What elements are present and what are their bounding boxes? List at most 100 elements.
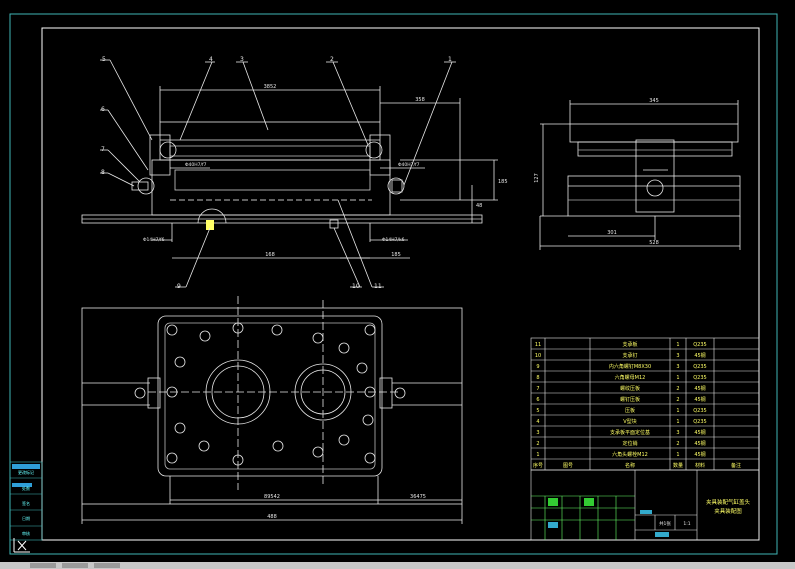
dim-top-right: 358 [415,97,425,103]
status-bar-button[interactable] [62,563,88,568]
title-block-cyan-cell [548,522,558,528]
bom-table-grid [530,337,760,471]
bom-row-qty: 2 [676,441,679,447]
bom-row-no: 7 [536,386,539,392]
bom-row-mat: Q235 [693,419,706,425]
bom-row-qty: 2 [676,386,679,392]
bom-row-no: 2 [536,441,539,447]
bom-row-mat: Q235 [693,375,706,381]
balloon-4: 4 [209,56,213,63]
bom-row-qty: 2 [676,397,679,403]
bom-row-no: 4 [536,419,539,425]
status-bar-button[interactable] [30,563,56,568]
bom-row-name: 支承板平面定位基 [610,429,650,436]
plan-dim-left: 89542 [264,494,280,500]
bom-row-no: 5 [536,408,539,414]
side-dim-left-height: 127 [534,173,540,183]
status-bar-button[interactable] [94,563,120,568]
bom-row-name: 定位销 [622,440,637,447]
left-panel-row: 签名 [22,500,30,506]
bom-rows: 11 支承板 1 Q235 10 支承钉 3 45钢 9 内六角螺钉M8X30 … [533,341,741,469]
bom-row-no: 10 [535,353,541,359]
bom-row-name: 螺纹压板 [620,385,640,392]
status-bar [0,562,795,569]
bom-row-qty: 1 [676,408,679,414]
balloon-3: 3 [240,56,244,63]
plan-dim-total: 488 [267,514,277,520]
bom-row-qty: 1 [676,452,679,458]
bom-row-name: 六角头螺栓M12 [612,451,648,458]
bom-row-no: 11 [535,342,541,348]
bom-row-name: 压板 [625,407,635,414]
side-dim-bottom-b: 528 [649,240,659,246]
plan-view [81,296,463,524]
dim-mid-height: 48 [476,203,482,209]
title-block-cyan-cell [655,532,669,537]
side-dim-bottom-a: 301 [607,230,617,236]
bom-row-mat: 45钢 [694,396,705,403]
bom-header-no: 序号 [533,462,543,469]
sheet-outer-border [9,13,778,555]
bom-row-no: 3 [536,430,539,436]
dim-right-height: 185 [498,179,508,185]
plan-bolt-holes [166,322,376,466]
balloon-9: 9 [177,283,181,290]
title-line-2: 夹具装配图 [714,507,742,515]
bom-row-mat: Q235 [693,364,706,370]
fit-bottom-right: Φ14H7/k6 [382,237,405,243]
bom-row-qty: 1 [676,375,679,381]
balloon-6: 6 [101,106,105,113]
dim-top-overall: 3852 [264,84,277,90]
bom-header-name: 名称 [625,462,635,469]
bom-row-name: 内六角螺钉M8X30 [609,363,651,370]
title-line-1: 夹具装配气缸盖头 [706,498,751,506]
drawing-frame [41,27,760,541]
bom-header-qty: 数量 [673,462,683,469]
bom-row-qty: 1 [676,419,679,425]
left-panel-row: 处数 [22,485,30,491]
bom-row-name: 支承钉 [622,352,637,359]
bom-row-name: 螺钉压板 [620,396,640,403]
left-panel-row: 更改标记 [18,469,34,475]
bom-row-no: 9 [536,364,539,370]
bom-row-mat: 45钢 [694,429,705,436]
fit-left: Φ40H7/f7 [185,162,207,168]
bom-row-mat: 45钢 [694,440,705,447]
side-dim-top: 345 [649,98,659,104]
left-panel-cell [12,464,40,469]
bom-row-mat: Q235 [693,342,706,348]
bom-row-mat: 45钢 [694,451,705,458]
dim-bottom-a: 168 [265,252,275,258]
bom-row-mat: 45钢 [694,385,705,392]
fit-bottom-left: Φ14H7/f6 [143,237,165,243]
title-block-cyan-cell [640,510,652,514]
bom-row-qty: 1 [676,342,679,348]
bom-header-mat: 材料 [695,462,705,469]
balloon-1: 1 [448,56,452,63]
bom-row-no: 8 [536,375,539,381]
bom-row-no: 1 [536,452,539,458]
front-view [81,59,498,288]
title-block-green-cell [548,498,558,506]
left-revision-panel [9,461,43,541]
title-block-green-cell [584,498,594,506]
bom-row-qty: 3 [676,364,679,370]
balloon-5-top: 5 [102,56,106,63]
bom-row-mat: Q235 [693,408,706,414]
balloon-11: 11 [374,283,382,290]
bom-row-name: 六角螺母M12 [615,374,646,381]
left-panel-cell [12,483,32,487]
balloon-10: 10 [352,283,360,290]
bom-row-name: 支承板 [622,341,637,348]
balloon-2: 2 [330,56,334,63]
balloon-8: 8 [101,169,105,176]
ucs-axis-icon [13,538,30,553]
left-panel-row: 日期 [22,515,30,521]
balloon-7: 7 [101,146,105,153]
title-block-sheet: 共1张 [659,520,671,527]
bom-header-note: 备注 [731,462,741,469]
left-panel-row: 审核 [22,530,30,536]
side-view [539,100,741,250]
fit-center-left: Φ40H7/f7 [398,162,420,168]
